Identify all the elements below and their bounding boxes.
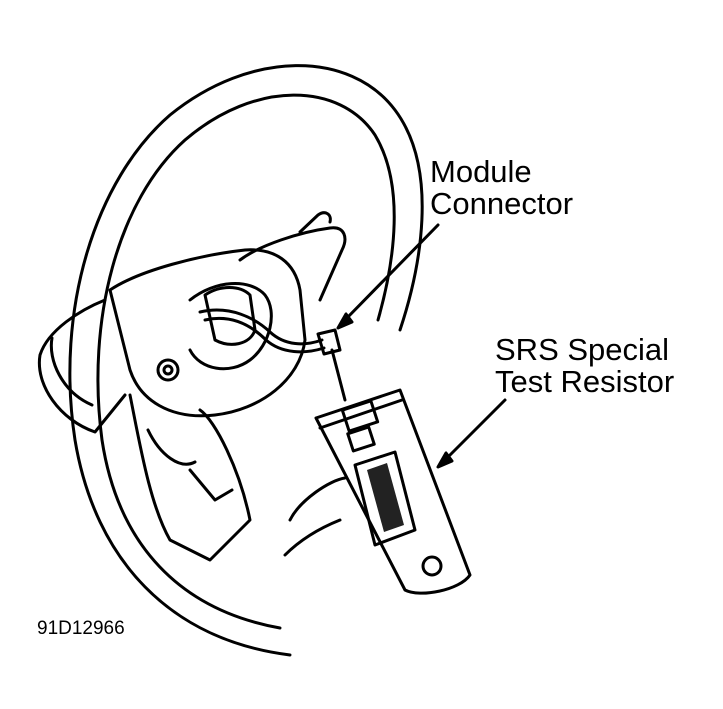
module-wire-2: [203, 316, 326, 354]
test-resistor-arrowhead: [436, 451, 454, 469]
wheel-rim-outer: [68, 64, 424, 657]
test-resistor-top-edge: [318, 398, 404, 430]
wheel-hub: [108, 248, 307, 418]
hub-bolt-center: [162, 364, 174, 376]
lower-spoke-slot-4: [283, 518, 342, 557]
resistor-component-2: [346, 425, 376, 453]
module-wire: [198, 308, 324, 346]
resistor-mount-hole: [421, 555, 443, 577]
resistor-label-panel: [353, 450, 417, 547]
test-resistor-label-line2: Test Resistor: [495, 364, 675, 399]
lower-spoke: [128, 393, 252, 562]
module-connector-arrowhead: [336, 312, 354, 330]
test-resistor-leader: [443, 398, 507, 462]
left-spoke-edge: [49, 336, 94, 407]
hub-inner-contour: [188, 282, 273, 371]
module-connector-label-line1: Module: [430, 154, 532, 189]
test-resistor-body: [314, 388, 472, 595]
lower-spoke-slot-1: [146, 428, 197, 466]
wheel-rim-inner: [96, 93, 396, 630]
lower-spoke-slot-3: [288, 476, 347, 522]
resistor-lead: [330, 348, 347, 402]
upper-spoke-edge: [298, 211, 332, 234]
module-connector-label-line2: Connector: [430, 186, 574, 221]
figure-id: 91D12966: [37, 618, 125, 639]
left-spoke: [37, 298, 127, 434]
resistor-label-bars: [367, 463, 404, 532]
module-connector-leader: [343, 223, 440, 322]
lower-spoke-slot-2: [188, 468, 234, 502]
resistor-component: [340, 399, 380, 433]
hub-bolt: [156, 358, 180, 382]
module-connector-plug: [316, 328, 342, 356]
test-resistor-label-line1: SRS Special: [495, 332, 670, 367]
upper-spoke: [238, 226, 347, 302]
